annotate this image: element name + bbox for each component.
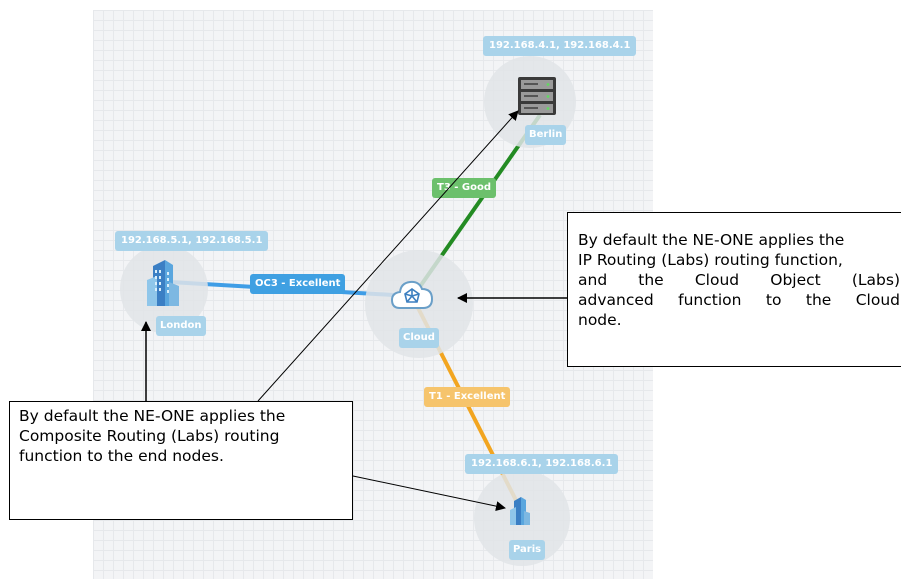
cloud-note-line-5: node.	[578, 311, 622, 329]
paris-name-label: Paris	[509, 540, 546, 560]
london-ip-label: 192.168.5.1, 192.168.5.1	[115, 231, 269, 251]
link-label-oc3[interactable]: OC3 - Excellent	[250, 274, 346, 294]
berlin-name-label: Berlin	[525, 125, 567, 145]
berlin-ip-label: 192.168.4.1, 192.168.4.1	[483, 36, 637, 56]
server-icon[interactable]	[517, 76, 557, 116]
paris-ip-label: 192.168.6.1, 192.168.6.1	[465, 454, 619, 474]
london-name-label: London	[156, 316, 206, 336]
building-icon[interactable]	[145, 258, 181, 308]
building-icon[interactable]	[509, 496, 531, 526]
link-label-t3[interactable]: T3 - Good	[432, 178, 496, 198]
link-label-t1[interactable]: T1 - Excellent	[424, 387, 511, 407]
cloud-note-line-4: advanced function to the Cloud	[578, 291, 900, 309]
cloud-annotation-box: By default the NE-ONE applies the IP Rou…	[567, 212, 901, 367]
cloud-name-label: Cloud	[399, 328, 439, 348]
cloud-icon[interactable]	[390, 278, 434, 314]
end-note-line-3: function to the end nodes.	[19, 447, 224, 465]
cloud-note-line-1: By default the NE-ONE applies the	[578, 231, 845, 249]
cloud-note-line-3: and the Cloud Object (Labs)	[578, 271, 900, 289]
end-note-line-2: Composite Routing (Labs) routing	[19, 427, 280, 445]
end-note-line-1: By default the NE-ONE applies the	[19, 407, 286, 425]
end-nodes-annotation-box: By default the NE-ONE applies the Compos…	[9, 401, 353, 520]
cloud-note-line-2: IP Routing (Labs) routing function,	[578, 251, 843, 269]
